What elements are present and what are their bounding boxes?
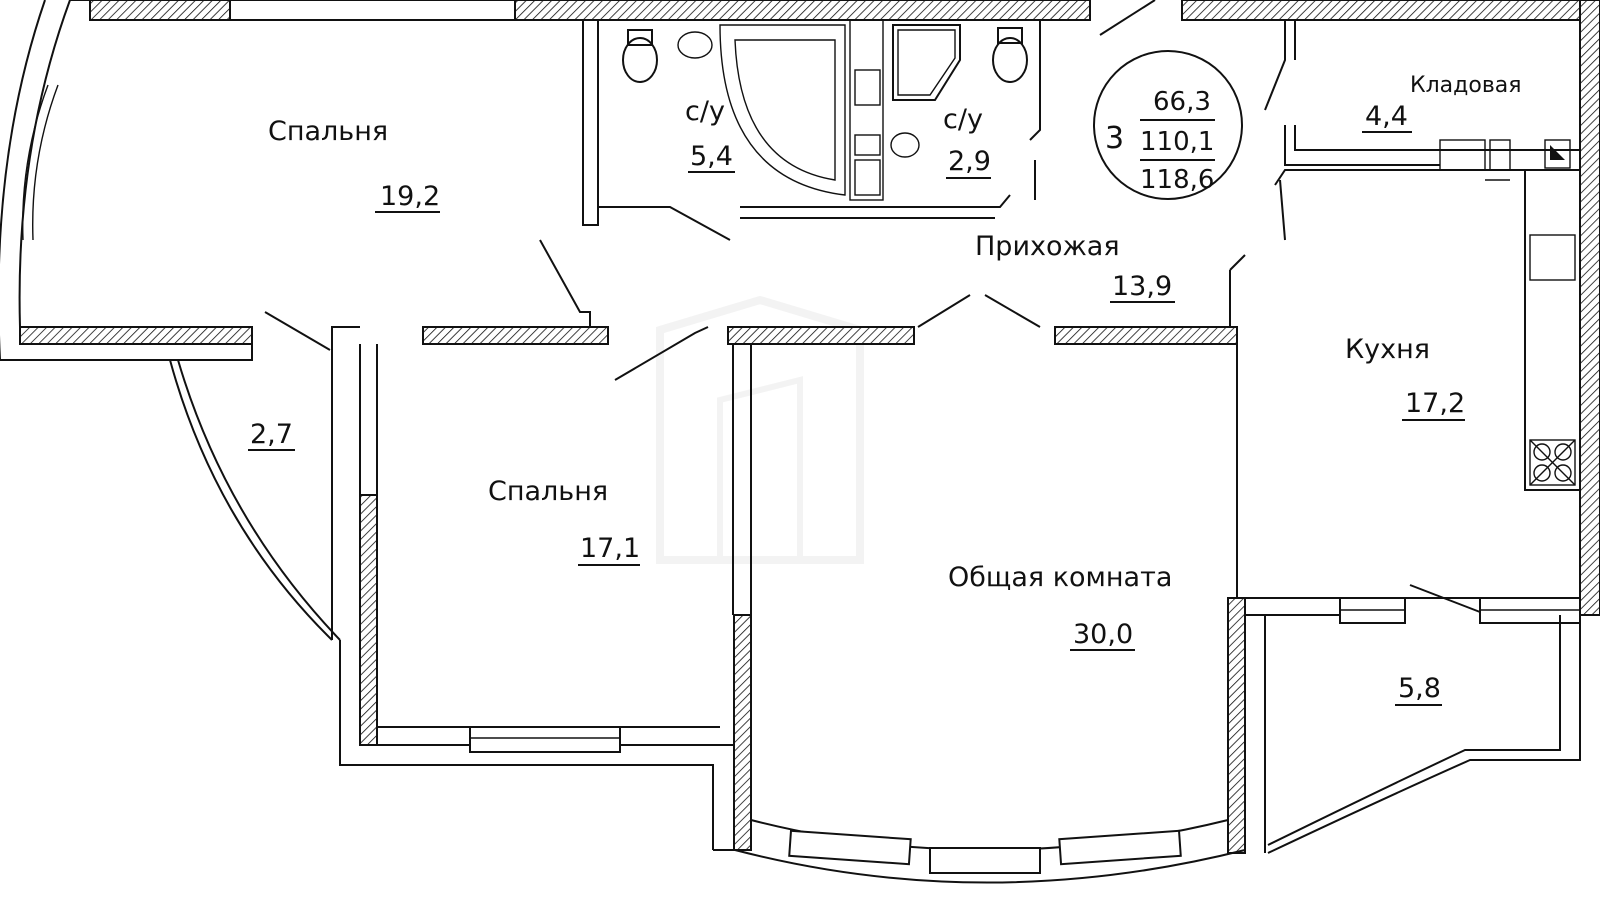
- living-room-area: 30,0: [1073, 619, 1133, 650]
- bathroom-2-name: с/у: [943, 104, 983, 135]
- bedroom-1-area: 19,2: [380, 181, 440, 212]
- storage-name: Кладовая: [1410, 73, 1522, 98]
- bedroom-1-name: Спальня: [268, 116, 388, 147]
- living-area: 66,3: [1153, 87, 1211, 117]
- bathroom-2-area: 2,9: [948, 146, 991, 177]
- kitchen-name: Кухня: [1345, 334, 1430, 365]
- apartment-summary: 3 66,3 110,1 118,6: [1093, 50, 1243, 200]
- summary-circle: [1093, 50, 1243, 200]
- kitchen-area: 17,2: [1405, 388, 1465, 419]
- rooms-count: 3: [1105, 121, 1124, 156]
- storage-area: 4,4: [1365, 101, 1408, 132]
- living-room-name: Общая комната: [948, 562, 1172, 593]
- total-area: 110,1: [1140, 127, 1214, 157]
- hallway-area: 13,9: [1112, 271, 1172, 302]
- hallway-name: Прихожая: [975, 231, 1120, 262]
- balcony-left-area: 2,7: [250, 419, 293, 450]
- bedroom-2-name: Спальня: [488, 476, 608, 507]
- balcony-right-area: 5,8: [1398, 673, 1441, 704]
- room-labels: Спальня 19,2 с/у 5,4 с/у 2,9 Кладовая 4,…: [248, 73, 1522, 706]
- total-area-with-balconies: 118,6: [1140, 165, 1214, 195]
- bathroom-1-area: 5,4: [690, 141, 733, 172]
- watermark-logo: [656, 295, 864, 564]
- bedroom-2-area: 17,1: [580, 533, 640, 564]
- bathroom-1-name: с/у: [685, 96, 725, 127]
